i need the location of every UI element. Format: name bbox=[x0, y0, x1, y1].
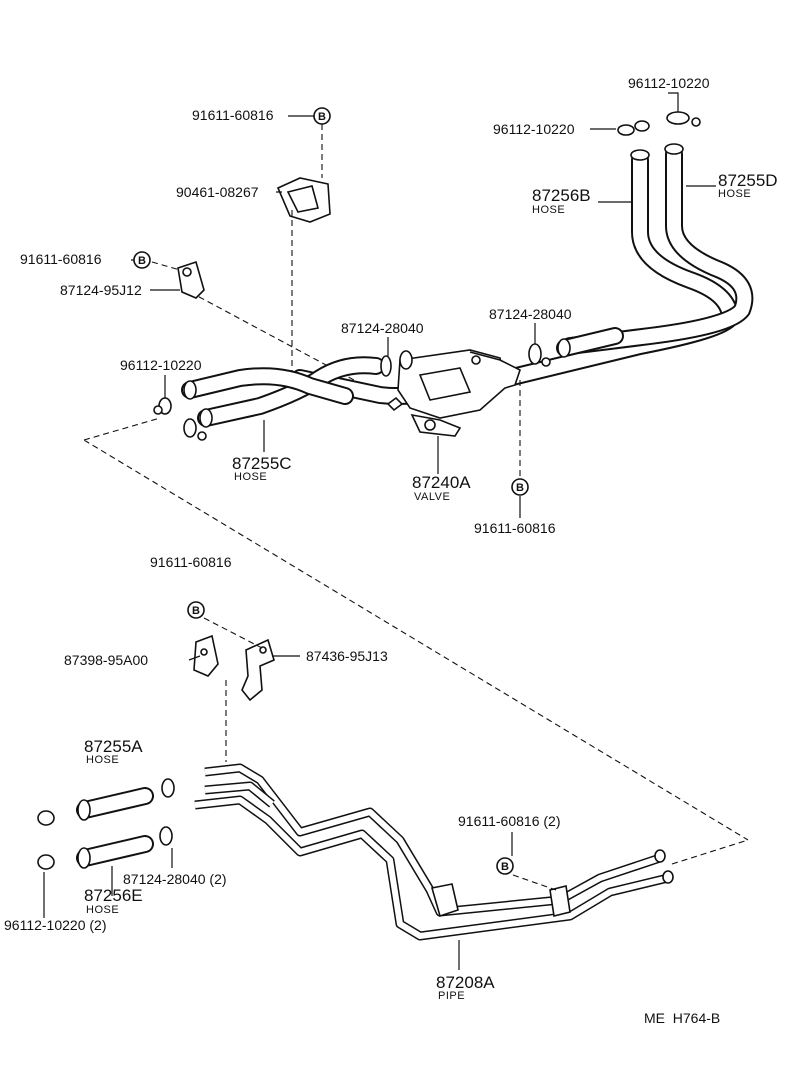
sub-hose-87255a: HOSE bbox=[86, 754, 119, 766]
clamp-top-right-pair bbox=[617, 111, 701, 136]
ref-marker-b-lower: B bbox=[187, 601, 205, 619]
bracket-87124-95j12 bbox=[177, 260, 205, 299]
label-87255a: 87255A bbox=[84, 737, 143, 756]
clip-87124-right-part bbox=[528, 343, 551, 367]
pipe-bracket-right bbox=[549, 885, 571, 917]
label-91611-left: 91611-60816 bbox=[20, 251, 102, 267]
sub-pipe-87208a: PIPE bbox=[438, 990, 465, 1002]
pipe-87208a-tubes bbox=[194, 763, 670, 941]
pipe-bracket-mid bbox=[430, 883, 459, 918]
label-91611-top: 91611-60816 bbox=[192, 107, 274, 123]
hose-87255c-tube bbox=[197, 356, 385, 427]
label-87124-95j12: 87124-95J12 bbox=[60, 282, 142, 298]
sub-hose-87255c: HOSE bbox=[234, 471, 267, 483]
label-87124-left: 87124-28040 bbox=[341, 320, 424, 336]
label-91611-lower: 91611-60816 bbox=[150, 554, 232, 570]
label-96112-top-right-a: 96112-10220 bbox=[628, 75, 710, 91]
hose-87256e-tube bbox=[76, 835, 154, 867]
label-87255c: 87255C bbox=[232, 454, 292, 473]
ref-marker-b-top: B bbox=[313, 107, 331, 125]
clamp-96112-mid-part bbox=[153, 397, 207, 441]
svg-text:B: B bbox=[138, 255, 146, 267]
label-87398: 87398-95A00 bbox=[64, 652, 148, 668]
sub-hose-87255d: HOSE bbox=[718, 188, 751, 200]
sub-hose-87256b: HOSE bbox=[532, 204, 565, 216]
sub-valve-87240a: VALVE bbox=[414, 491, 450, 503]
bracket-90461 bbox=[276, 177, 331, 223]
hose-87255a-tube bbox=[76, 787, 154, 819]
ref-marker-b-left: B bbox=[133, 251, 151, 269]
svg-text:B: B bbox=[192, 605, 200, 617]
clip-87124-left-part bbox=[380, 350, 413, 377]
label-96112-top-right-b: 96112-10220 bbox=[493, 121, 575, 137]
label-90461: 90461-08267 bbox=[176, 184, 259, 200]
label-91611-pipe: 91611-60816 (2) bbox=[458, 813, 560, 829]
hose-87255d-tube bbox=[561, 145, 754, 355]
svg-text:B: B bbox=[516, 482, 524, 494]
label-87436: 87436-95J13 bbox=[306, 648, 388, 664]
clip-87124-pair-part bbox=[159, 778, 175, 846]
hose-87256b-end bbox=[630, 149, 650, 161]
bracket-87436 bbox=[241, 638, 275, 702]
hose-upper-left-tube bbox=[181, 367, 354, 405]
label-87124-pair: 87124-28040 (2) bbox=[123, 871, 227, 887]
footer-code: ME H764-B bbox=[644, 1010, 720, 1026]
label-87255d: 87255D bbox=[718, 171, 778, 190]
ref-marker-b-pipe: B bbox=[496, 857, 514, 875]
label-87208a: 87208A bbox=[436, 973, 495, 992]
label-91611-valve: 91611-60816 bbox=[474, 520, 556, 536]
label-87124-right: 87124-28040 bbox=[489, 306, 572, 322]
ref-marker-b-valve: B bbox=[511, 478, 529, 496]
label-87240a: 87240A bbox=[412, 473, 471, 492]
short-hose-right bbox=[556, 327, 624, 357]
leader-lines bbox=[43, 92, 716, 970]
hose-87255d-end bbox=[664, 143, 684, 155]
valve-87240a-body bbox=[386, 349, 521, 437]
label-96112-mid: 96112-10220 bbox=[120, 357, 202, 373]
svg-text:B: B bbox=[501, 861, 509, 873]
bracket-87398 bbox=[193, 634, 219, 677]
svg-text:B: B bbox=[318, 111, 326, 123]
label-87256e: 87256E bbox=[84, 886, 143, 905]
label-96112-pair: 96112-10220 (2) bbox=[4, 917, 106, 933]
label-87256b: 87256B bbox=[532, 186, 591, 205]
clamp-96112-pair-part bbox=[37, 810, 55, 870]
dashed-leaders bbox=[151, 124, 749, 891]
sub-hose-87256e: HOSE bbox=[86, 904, 119, 916]
